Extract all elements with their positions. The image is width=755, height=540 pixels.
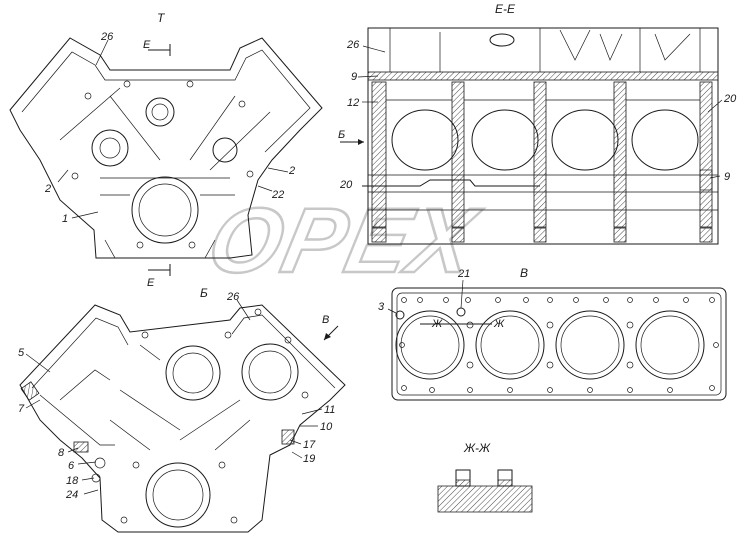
callout-22: 22 bbox=[271, 189, 284, 201]
section-ee-view bbox=[340, 27, 723, 245]
callout-18: 18 bbox=[66, 475, 79, 487]
front-view-title: Т bbox=[157, 11, 166, 25]
gasket-view bbox=[387, 279, 727, 401]
callout-11: 11 bbox=[324, 404, 335, 416]
arrow-b-label: Б bbox=[338, 129, 345, 141]
callout-21: 21 bbox=[457, 268, 470, 280]
callout-12: 12 bbox=[347, 97, 359, 109]
callout-9-ee-left: 9 bbox=[351, 71, 357, 83]
section-zhzh-title: Ж-Ж bbox=[463, 441, 491, 455]
callout-20-left: 20 bbox=[339, 179, 353, 191]
callout-10: 10 bbox=[320, 421, 333, 433]
callout-26-ee: 26 bbox=[346, 39, 360, 51]
callout-26-rear: 26 bbox=[226, 291, 240, 303]
callout-3: 3 bbox=[378, 301, 385, 313]
callout-24: 24 bbox=[65, 489, 78, 501]
callout-8: 8 bbox=[58, 447, 65, 459]
section-mark-zh-left: Ж bbox=[431, 318, 443, 330]
callout-6: 6 bbox=[68, 460, 75, 472]
callout-1: 1 bbox=[62, 213, 68, 225]
section-ee-title: Е-Е bbox=[495, 2, 516, 16]
callout-2-right: 2 bbox=[288, 165, 295, 177]
callout-7: 7 bbox=[18, 403, 25, 415]
callout-17: 17 bbox=[303, 439, 316, 451]
section-mark-e-top: Е bbox=[143, 39, 151, 51]
watermark-logo: OPEX bbox=[200, 189, 488, 292]
gasket-view-title: В bbox=[520, 266, 528, 280]
callout-9-ee-right: 9 bbox=[724, 171, 730, 183]
rear-view-title: Б bbox=[200, 286, 208, 300]
callout-26: 26 bbox=[100, 31, 114, 43]
callout-19: 19 bbox=[303, 453, 315, 465]
section-mark-zh-right: Ж bbox=[493, 318, 505, 330]
section-mark-e-bottom: Е bbox=[147, 277, 155, 289]
callout-20-right: 20 bbox=[723, 93, 737, 105]
rear-view-bottom bbox=[19, 299, 346, 533]
arrow-v-label: В bbox=[322, 314, 329, 326]
callout-5: 5 bbox=[18, 347, 25, 359]
section-zhzh-view bbox=[437, 469, 533, 513]
callout-2-left: 2 bbox=[44, 183, 51, 195]
front-view-top bbox=[9, 37, 323, 276]
